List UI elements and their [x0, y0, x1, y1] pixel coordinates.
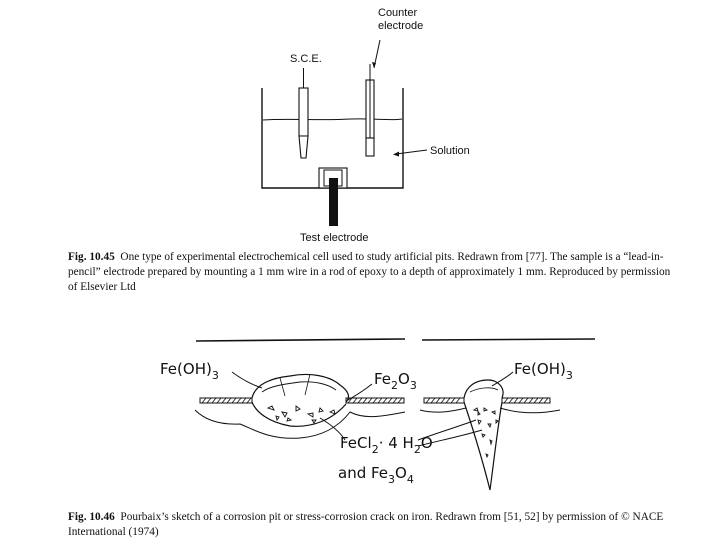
solution-pointer [395, 149, 428, 155]
stress-corrosion-crack [417, 371, 561, 491]
top-line-right [421, 338, 596, 341]
label-test-electrode: Test electrode [300, 232, 368, 244]
caption-text: Pourbaix’s sketch of a corrosion pit or … [68, 511, 664, 538]
label-feoh3-left: Fe(OH)3 [160, 360, 219, 382]
top-line-left [195, 338, 406, 342]
counter-electrode [365, 39, 381, 157]
label-feoh3-right: Fe(OH)3 [514, 360, 573, 382]
caption-fig-10-45: Fig. 10.45 One type of experimental elec… [68, 250, 678, 295]
solution-surface [262, 118, 403, 121]
test-electrode [318, 167, 348, 226]
caption-number: Fig. 10.46 [68, 511, 115, 523]
label-fe3o4: and Fe3O4 [338, 464, 414, 486]
corrosion-pit [194, 371, 406, 441]
caption-text: One type of experimental electrochemical… [68, 251, 671, 293]
label-solution: Solution [430, 145, 470, 157]
label-fe2o3: Fe2O3 [374, 370, 417, 392]
caption-number: Fig. 10.45 [68, 251, 115, 263]
label-counter-2: electrode [378, 20, 423, 32]
sce-electrode [298, 68, 309, 159]
caption-fig-10-46: Fig. 10.46 Pourbaix’s sketch of a corros… [68, 510, 678, 540]
label-fecl2: FeCl2· 4 H2O [340, 434, 433, 456]
label-sce: S.C.E. [290, 53, 322, 65]
label-counter-1: Counter [378, 7, 417, 19]
